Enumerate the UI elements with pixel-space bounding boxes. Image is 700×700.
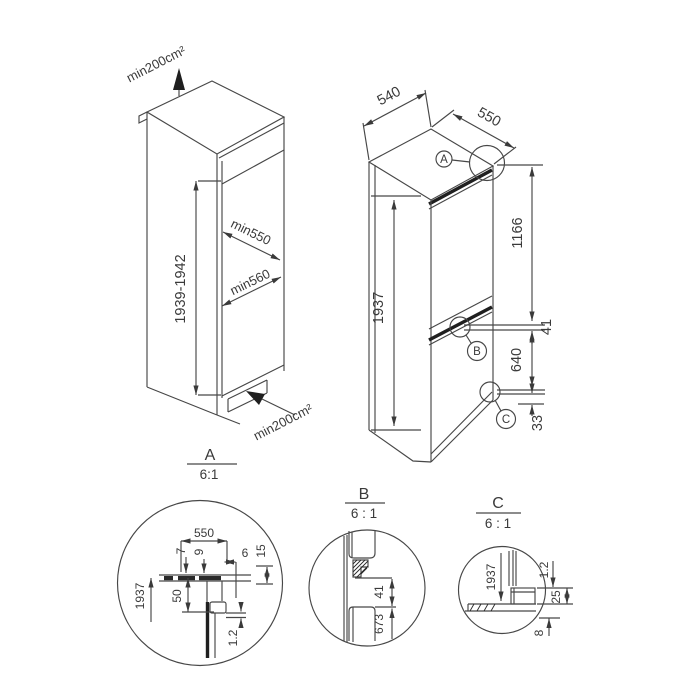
detail-a-offset-9: 9 bbox=[192, 548, 206, 555]
callout-circle-a bbox=[435, 150, 453, 168]
height-dimension: 1937 bbox=[371, 195, 421, 431]
detail-c-offset-25: 25 bbox=[549, 590, 563, 604]
detail-a: A 6:1 550 7 9 6 15 bbox=[116, 447, 284, 667]
min-depth-lower-value: min560 bbox=[228, 266, 273, 298]
niche-height-value: 1939-1942 bbox=[173, 254, 189, 323]
detail-a-circle bbox=[116, 499, 284, 667]
appliance-top-grille bbox=[428, 168, 493, 206]
callout-circle-b bbox=[466, 340, 488, 362]
detail-c-height: 1937 bbox=[484, 563, 498, 590]
callout-letter-c: C bbox=[502, 414, 510, 426]
vent-arrow-up-icon bbox=[173, 68, 185, 96]
niche-valance bbox=[221, 149, 285, 185]
detail-c-letter: C bbox=[492, 495, 504, 512]
detail-a-header: A 6:1 bbox=[187, 447, 237, 482]
niche-view: min200cm² 1939-1942 min550 min560 min200… bbox=[124, 42, 316, 443]
detail-ring-c bbox=[479, 381, 501, 403]
detail-a-offset-15: 15 bbox=[254, 544, 268, 558]
detail-c-scale: 6 : 1 bbox=[485, 516, 511, 531]
detail-ring-a bbox=[468, 144, 506, 182]
appliance-bottom bbox=[368, 391, 494, 463]
detail-c-offset-8: 8 bbox=[532, 629, 546, 636]
callout-letter-a: A bbox=[440, 154, 448, 166]
detail-b: B 6 : 1 41 673 bbox=[308, 486, 426, 647]
upper-section-value: 1166 bbox=[510, 217, 526, 248]
width-value: 550 bbox=[474, 105, 503, 131]
door-gap-band bbox=[428, 305, 493, 342]
right-dimension-chain: 1166 41 640 33 bbox=[464, 164, 555, 431]
detail-ring-b bbox=[449, 316, 471, 338]
niche-height-dimension: 1939-1942 bbox=[173, 180, 221, 396]
detail-c-section bbox=[465, 550, 536, 612]
detail-b-door-height: 673 bbox=[372, 614, 386, 634]
detail-a-height: 1937 bbox=[133, 582, 147, 609]
door-gap-upper-line bbox=[428, 295, 493, 330]
min-depth-upper-value: min550 bbox=[229, 216, 274, 248]
lower-section-value: 640 bbox=[509, 348, 525, 372]
callout-letter-b: B bbox=[473, 346, 481, 358]
detail-c-header: C 6 : 1 bbox=[476, 495, 521, 531]
appliance-view: 540 550 1937 1166 41 640 33 bbox=[362, 84, 555, 463]
niche-plinth bbox=[216, 379, 268, 425]
detail-a-offset-50: 50 bbox=[170, 589, 184, 603]
detail-b-section bbox=[343, 531, 396, 642]
detail-a-offset-7: 7 bbox=[174, 547, 188, 554]
detail-c-circle bbox=[457, 545, 547, 635]
niche-panel-thickness bbox=[218, 122, 285, 159]
detail-a-scale: 6:1 bbox=[200, 467, 219, 482]
detail-a-gap-1-2: 1.2 bbox=[226, 629, 240, 646]
detail-a-width: 550 bbox=[194, 526, 214, 540]
appliance-edges bbox=[368, 162, 494, 462]
height-value: 1937 bbox=[371, 292, 387, 324]
detail-a-offset-6: 6 bbox=[242, 546, 249, 560]
appliance-top-face bbox=[367, 128, 495, 201]
callout-c: C bbox=[479, 381, 517, 430]
detail-b-header: B 6 : 1 bbox=[345, 486, 385, 521]
detail-b-scale: 6 : 1 bbox=[351, 506, 377, 521]
gap-value: 41 bbox=[539, 319, 555, 335]
vent-arrow-bottom-icon bbox=[246, 391, 296, 416]
door-gap-lower-line bbox=[428, 311, 493, 346]
callout-b: B bbox=[449, 316, 488, 362]
depth-dimension: 540 bbox=[362, 84, 432, 161]
detail-b-dimensions: 41 673 bbox=[372, 579, 395, 639]
detail-b-gap: 41 bbox=[372, 585, 386, 599]
callout-a: A bbox=[435, 144, 506, 182]
appliance-top-grille-edge bbox=[428, 174, 493, 210]
niche-left-face bbox=[146, 112, 218, 416]
niche-top-face bbox=[145, 80, 286, 155]
bottom-clearance-value: 33 bbox=[530, 415, 546, 431]
niche-floor-edge bbox=[221, 364, 285, 397]
vent-bottom-label: min200cm² bbox=[251, 400, 316, 443]
depth-value: 540 bbox=[375, 84, 404, 109]
min-depth-lower-dimension: min560 bbox=[221, 266, 282, 307]
niche-corner-step bbox=[138, 111, 148, 124]
detail-c: C 6 : 1 1937 1.2 25 8 bbox=[457, 495, 573, 636]
detail-c-gap-1-2: 1.2 bbox=[537, 561, 551, 578]
detail-a-letter: A bbox=[205, 447, 216, 464]
min-depth-upper-dimension: min550 bbox=[222, 216, 281, 261]
detail-c-dimensions: 1937 1.2 25 8 bbox=[484, 553, 573, 636]
detail-b-circle bbox=[308, 529, 426, 647]
callout-circle-c bbox=[495, 408, 517, 430]
detail-a-dimensions: 550 7 9 6 15 1937 50 1.2 bbox=[133, 526, 273, 646]
detail-b-letter: B bbox=[359, 486, 370, 503]
